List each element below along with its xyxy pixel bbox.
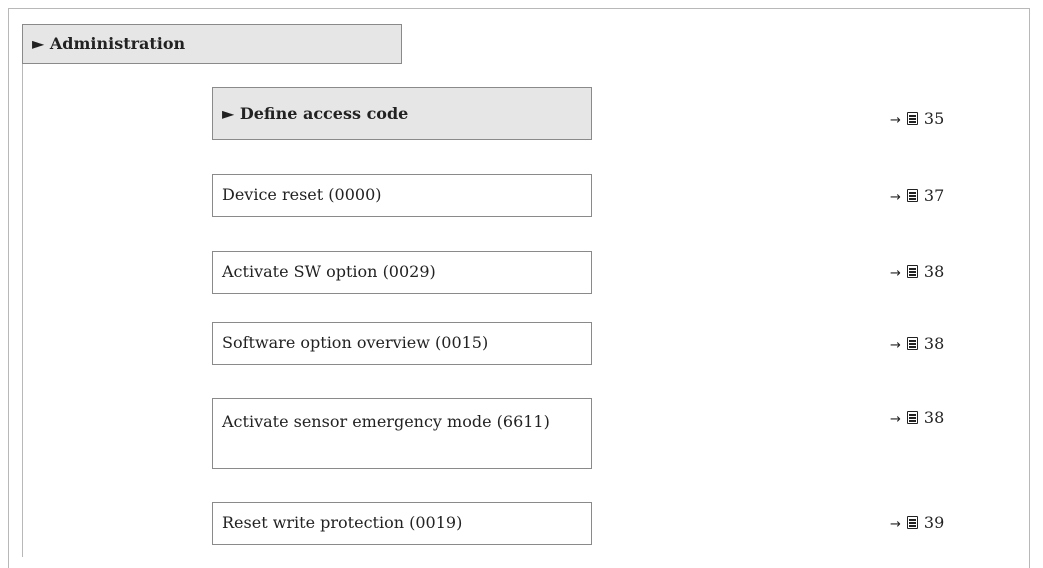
activate-sensor-emergency-mode-label: Activate sensor emergency mode (6611) [222, 412, 550, 431]
book-icon [906, 411, 918, 424]
page-number: 35 [923, 109, 945, 128]
reset-write-protection-label: Reset write protection (0019) [222, 513, 463, 532]
page-number: 38 [923, 262, 945, 281]
page-reference[interactable]: → 38 [890, 333, 1010, 357]
page-reference[interactable]: → 39 [890, 512, 1010, 536]
arrow-icon: → [890, 266, 901, 281]
arrow-icon: → [890, 113, 901, 128]
book-icon [906, 516, 918, 529]
activate-sw-option-label: Activate SW option (0029) [222, 262, 436, 281]
software-option-overview-label: Software option overview (0015) [222, 333, 489, 352]
device-reset-parameter[interactable]: Device reset (0000) [212, 174, 592, 217]
activate-sensor-emergency-mode-parameter[interactable]: Activate sensor emergency mode (6611) [212, 398, 592, 469]
book-icon [906, 112, 918, 125]
page-number: 39 [923, 513, 945, 532]
book-icon [906, 189, 918, 202]
administration-label: ► Administration [32, 34, 186, 53]
book-icon [906, 337, 918, 350]
page-number: 38 [923, 408, 945, 427]
menu-frame [8, 8, 1030, 568]
arrow-icon: → [890, 190, 901, 205]
arrow-icon: → [890, 412, 901, 427]
administration-submenu[interactable]: ► Administration [22, 24, 402, 64]
page-number: 38 [923, 334, 945, 353]
page-number: 37 [923, 186, 945, 205]
page-reference[interactable]: → 37 [890, 185, 1010, 209]
arrow-icon: → [890, 517, 901, 532]
tree-connector-line [22, 64, 23, 557]
page-reference[interactable]: → 38 [890, 261, 1010, 285]
page-reference[interactable]: → 35 [890, 108, 1010, 132]
define-access-code-label: ► Define access code [222, 104, 409, 123]
page-reference[interactable]: → 38 [890, 407, 1010, 431]
define-access-code-submenu[interactable]: ► Define access code [212, 87, 592, 140]
reset-write-protection-parameter[interactable]: Reset write protection (0019) [212, 502, 592, 545]
software-option-overview-parameter[interactable]: Software option overview (0015) [212, 322, 592, 365]
activate-sw-option-parameter[interactable]: Activate SW option (0029) [212, 251, 592, 294]
book-icon [906, 265, 918, 278]
arrow-icon: → [890, 338, 901, 353]
device-reset-label: Device reset (0000) [222, 185, 382, 204]
